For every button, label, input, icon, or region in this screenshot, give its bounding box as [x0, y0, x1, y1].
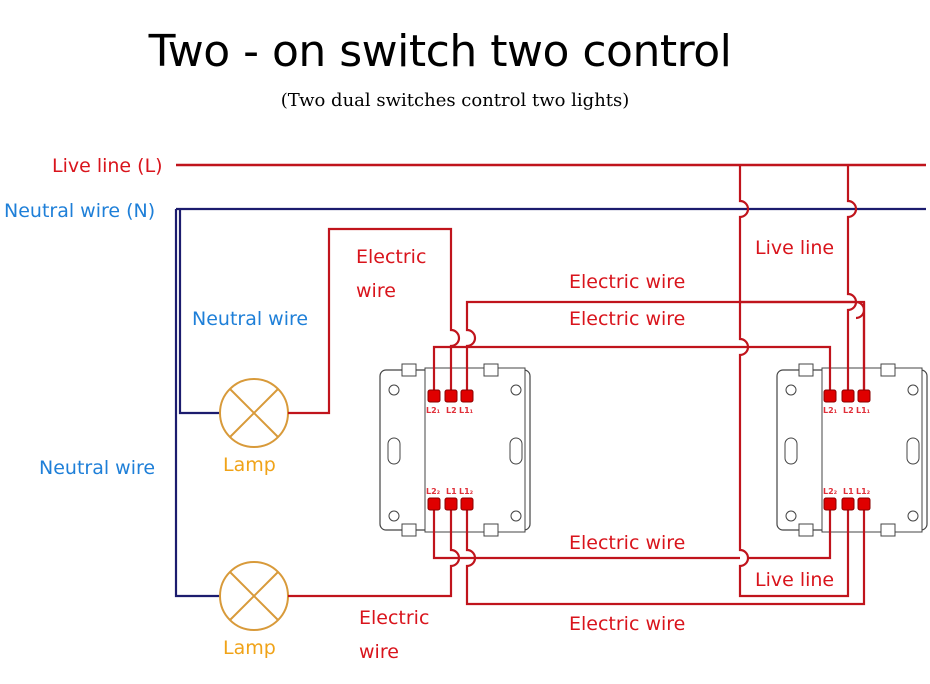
label-electric-wire-bottom1: Electric wire [569, 532, 685, 554]
label-electric-wire-lamp1-a: Electric [356, 246, 426, 268]
right-term-L2: L2 [843, 406, 854, 415]
left-term-L2: L2 [446, 406, 457, 415]
wire-left-L22-to-right-L22 [432, 505, 832, 560]
live-drop-1 [738, 165, 850, 598]
label-lamp1: Lamp [223, 454, 276, 476]
neutral-wire-lamp2 [174, 209, 220, 598]
label-electric-wire-lamp2-b: wire [359, 641, 399, 663]
left-switch-terminals [427, 389, 474, 511]
wire-left-L12-to-right-L12 [465, 505, 866, 606]
label-neutral-wire-left: Neutral wire [39, 457, 155, 479]
wire-lamp2-to-left-L1 [288, 505, 461, 598]
left-term-L22: L2₂ [426, 487, 441, 496]
label-lamp2: Lamp [223, 637, 276, 659]
left-term-L12: L1₂ [459, 487, 474, 496]
label-electric-wire-top1: Electric wire [569, 271, 685, 293]
diagram-subtitle: (Two dual switches control two lights) [280, 90, 630, 111]
right-term-L12: L1₂ [856, 487, 871, 496]
right-term-L11: L1₁ [856, 406, 871, 415]
wire-left-L21-to-right-L21 [432, 345, 832, 392]
diagram-title: Two - on switch two control [148, 26, 732, 77]
label-electric-wire-lamp1-b: wire [356, 280, 396, 302]
right-switch-terminals [823, 389, 871, 511]
lamp-2-icon [219, 561, 289, 631]
neutral-wire-lamp1 [178, 209, 220, 415]
label-neutral-wire-top: Neutral wire [192, 308, 308, 330]
wire-right-L11-top [740, 300, 866, 392]
label-electric-wire-lamp2-a: Electric [359, 607, 429, 629]
left-term-L21: L2₁ [426, 406, 441, 415]
label-electric-wire-bottom2: Electric wire [569, 613, 685, 635]
right-term-L21: L2₁ [823, 406, 838, 415]
label-neutral-wire-N: Neutral wire (N) [4, 200, 155, 222]
right-term-L1: L1 [843, 487, 854, 496]
label-electric-wire-top2: Electric wire [569, 308, 685, 330]
label-live-line-top: Live line [755, 237, 834, 259]
right-term-L22: L2₂ [823, 487, 838, 496]
label-live-line-bottom: Live line [755, 569, 834, 591]
wire-lamp1-to-left-L2 [288, 227, 461, 415]
label-live-line-L: Live line (L) [52, 155, 163, 177]
left-term-L1: L1 [446, 487, 457, 496]
left-term-L11: L1₁ [459, 406, 474, 415]
live-drop-2 [846, 165, 858, 392]
lamp-1-icon [219, 378, 289, 448]
